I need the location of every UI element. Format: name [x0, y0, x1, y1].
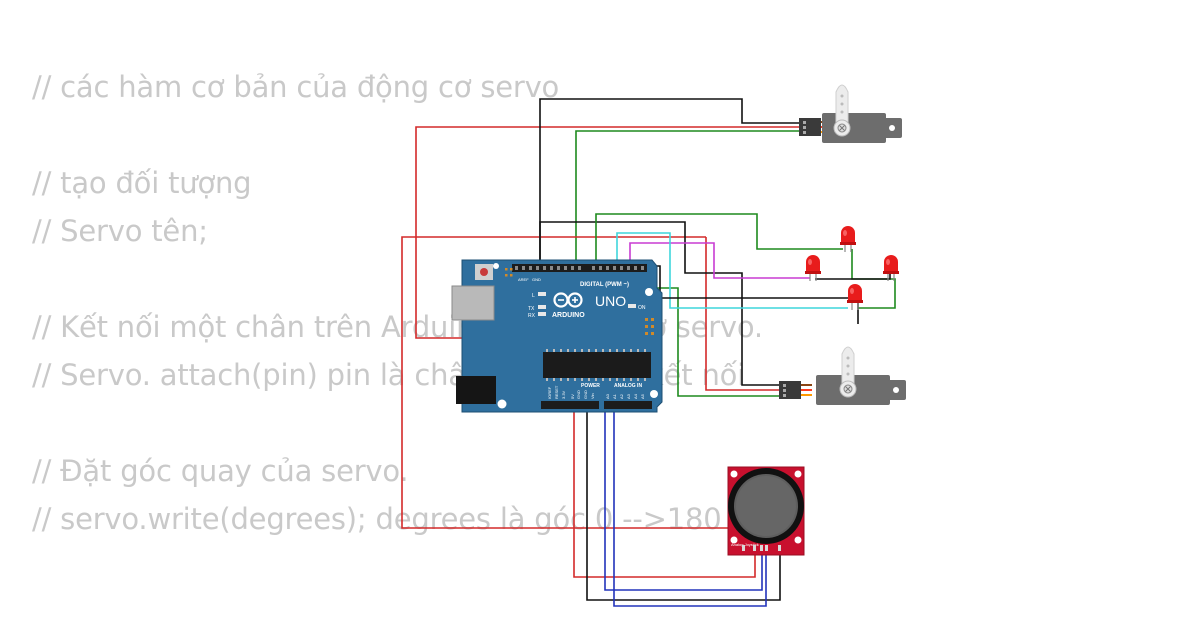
arduino-logo-icon	[553, 292, 583, 308]
pin-a0: A0	[605, 393, 610, 399]
wire-black-joystick[interactable]	[586, 402, 781, 601]
wire-green-led-common[interactable]	[851, 249, 896, 309]
pin-3v3: 3.3V	[561, 390, 566, 399]
pin-a1: A1	[612, 393, 617, 399]
pin-a2: A2	[619, 393, 624, 399]
joystick-pins	[742, 545, 781, 551]
wire-red-servo-bottom[interactable]	[705, 237, 784, 391]
pin-reset: RESET	[554, 385, 559, 399]
servo-body	[822, 113, 886, 143]
analog-label: ANALOG IN	[614, 383, 642, 389]
power-jack	[456, 376, 496, 404]
wire-red-joystick[interactable]	[573, 402, 756, 578]
mount-hole	[650, 390, 658, 398]
on-label: ON	[638, 305, 646, 311]
pin-ioref: IOREF	[547, 386, 552, 399]
servo-connector	[799, 118, 821, 136]
pin-5v: 5V	[570, 394, 575, 399]
power-label: POWER	[581, 383, 600, 389]
pin-vin: Vin	[590, 393, 595, 399]
led-3[interactable]	[883, 255, 899, 281]
icsp-header	[645, 318, 654, 335]
board-model: UNO	[595, 293, 626, 309]
pin-gnd-1: GND	[576, 390, 581, 399]
reset-button-cap	[480, 268, 488, 276]
analog-joystick[interactable]: Analog Joystick	[727, 466, 805, 556]
usb-port	[451, 285, 495, 321]
board-brand: ARDUINO	[552, 312, 585, 319]
servo-connector	[779, 381, 801, 399]
rx-label: RX	[528, 313, 536, 319]
pin-a4: A4	[633, 393, 638, 399]
servo-bottom[interactable]	[779, 346, 906, 405]
tx-led	[538, 305, 546, 309]
aref-label: AREF	[518, 277, 529, 282]
wire-blue-joystick-vry[interactable]	[613, 402, 767, 607]
icsp-header-small	[505, 268, 513, 277]
comment-line-2: // tạo đối tượng	[32, 166, 252, 200]
microcontroller-chip	[543, 352, 651, 378]
wire-cyan-led-3[interactable]	[616, 232, 848, 309]
led-4[interactable]	[847, 284, 863, 310]
comment-line-6: // Đặt góc quay của servo.	[32, 454, 409, 488]
servo-horn	[841, 346, 855, 391]
pin-a5: A5	[640, 393, 645, 399]
digital-label: DIGITAL (PWM ~)	[580, 282, 629, 288]
wire-green-servo-top[interactable]	[575, 130, 804, 270]
power-header	[541, 401, 599, 409]
servo-horn	[835, 84, 849, 129]
wire-black-servo-bottom[interactable]	[539, 221, 784, 386]
analog-header	[604, 401, 652, 409]
led-1[interactable]	[840, 226, 856, 252]
mount-hole	[493, 263, 499, 269]
l-label: L	[532, 293, 535, 299]
gnd-label: GND	[532, 277, 541, 282]
wire-blue-joystick-vrx[interactable]	[604, 402, 763, 591]
mount-hole	[645, 288, 653, 296]
comment-line-3: // Servo tên;	[32, 214, 208, 248]
wire-green-led-1[interactable]	[595, 213, 843, 270]
wire-black-servo-top[interactable]	[539, 98, 804, 270]
pin-gnd-2: GND	[583, 390, 588, 399]
comment-line-1: // các hàm cơ bản của động cơ servo	[32, 70, 560, 104]
led-2[interactable]	[805, 255, 821, 281]
joystick-label: Analog Joystick	[731, 542, 759, 547]
tx-label: TX	[528, 306, 535, 312]
mount-hole	[497, 399, 507, 409]
pin-a3: A3	[626, 393, 631, 399]
servo-top[interactable]	[799, 84, 902, 143]
l-led	[538, 292, 546, 296]
arduino-uno-board[interactable]: AREF GND DIGITAL (PWM ~) L TX RX ON UNO …	[451, 259, 663, 413]
comment-line-7: // servo.write(degrees); degrees là góc …	[32, 502, 722, 536]
rx-led	[538, 312, 546, 316]
wire-magenta-led-2[interactable]	[629, 242, 810, 279]
on-led	[628, 304, 636, 308]
